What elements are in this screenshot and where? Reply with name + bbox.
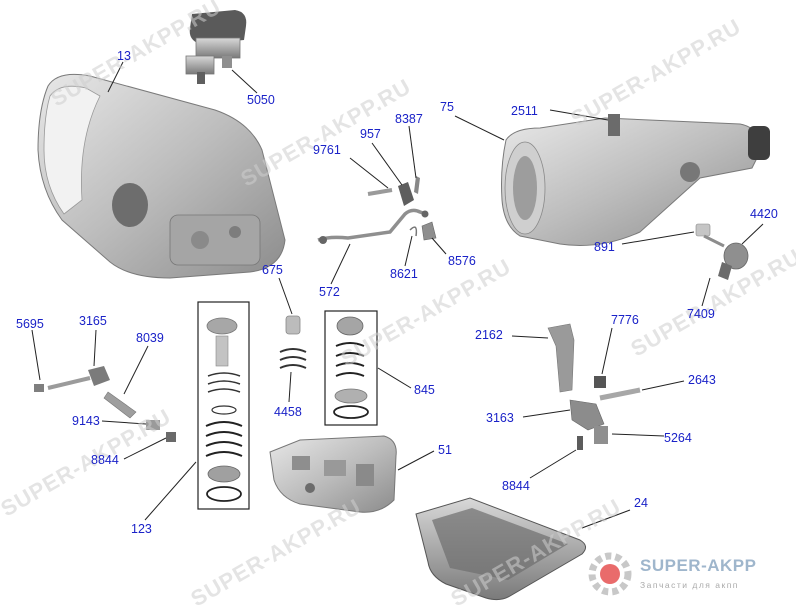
callout-4458: 4458 (274, 405, 302, 419)
callout-5050: 5050 (247, 93, 275, 107)
callout-5695: 5695 (16, 317, 44, 331)
callout-8576: 8576 (448, 254, 476, 268)
extension-housing-part (501, 114, 770, 246)
solenoid-assembly-part (185, 10, 247, 84)
callout-9143: 9143 (72, 414, 100, 428)
shift-rod-part (317, 208, 429, 244)
callout-2511: 2511 (511, 104, 538, 118)
callout-7409: 7409 (687, 307, 715, 321)
callout-2643: 2643 (688, 373, 716, 387)
callout-8844-left: 8844 (91, 453, 119, 467)
callout-51: 51 (438, 443, 452, 457)
callout-675: 675 (262, 263, 283, 277)
callout-8621: 8621 (390, 267, 418, 281)
servo-box (324, 310, 378, 426)
leader-lines (31, 61, 764, 529)
callout-123: 123 (131, 522, 152, 536)
callout-845: 845 (414, 383, 435, 397)
callout-5264: 5264 (664, 431, 692, 445)
callout-8387: 8387 (395, 112, 423, 126)
callout-3163: 3163 (486, 411, 514, 425)
logo-tagline: Запчасти для акпп (640, 580, 739, 590)
transmission-case-part (37, 73, 286, 279)
linkage-parts (367, 176, 420, 206)
callout-13: 13 (117, 49, 131, 63)
callout-7776: 7776 (611, 313, 639, 327)
logo-name: SUPER-AKPP (640, 556, 757, 575)
callout-4420: 4420 (750, 207, 778, 221)
callout-3165: 3165 (79, 314, 107, 328)
callout-2162: 2162 (475, 328, 503, 342)
detent-parts (409, 221, 437, 241)
callout-9761: 9761 (313, 143, 341, 157)
callout-572: 572 (319, 285, 340, 299)
callout-24: 24 (634, 496, 648, 510)
callout-957: 957 (360, 127, 381, 141)
callout-891: 891 (594, 240, 615, 254)
callout-8039: 8039 (136, 331, 164, 345)
small-left-parts (34, 366, 176, 442)
callout-8844-right: 8844 (502, 479, 530, 493)
oil-pan-part (415, 497, 586, 601)
valve-spring-parts (279, 315, 307, 369)
valve-body-part (269, 435, 397, 513)
gear-logo-icon (588, 552, 632, 596)
accumulator-box (197, 301, 250, 510)
callout-75: 75 (440, 100, 454, 114)
speedo-gear-parts (695, 223, 749, 280)
park-lock-parts (547, 323, 641, 450)
